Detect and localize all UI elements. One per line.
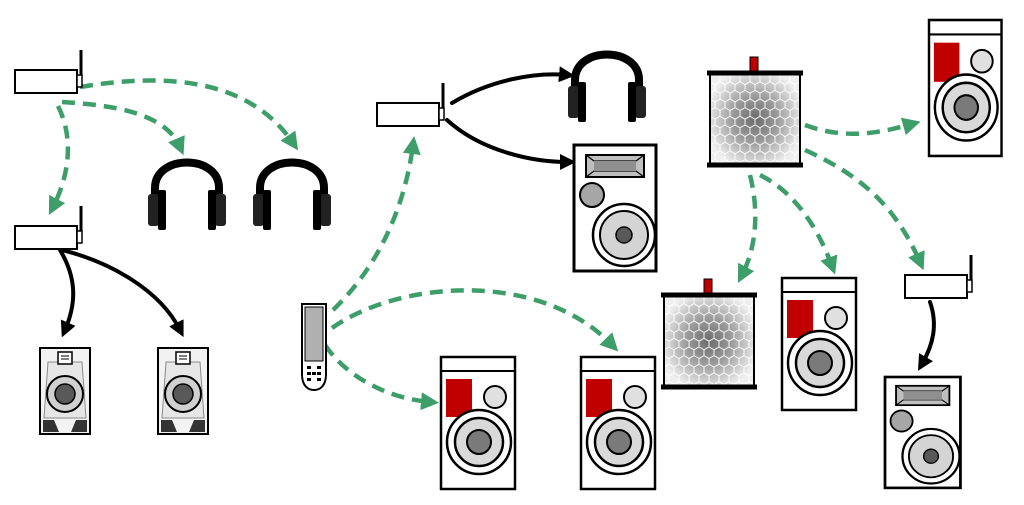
- wire-tx-b-to-bookshelf-2: [60, 248, 184, 338]
- red-speaker-4: [927, 18, 1003, 158]
- display-speaker-1: [572, 143, 658, 273]
- headphones-2: [253, 163, 331, 231]
- hex-hub-top: [707, 57, 803, 165]
- bookshelf-speaker-1: [39, 347, 91, 435]
- link-remote-to-red-speaker-1: [323, 343, 439, 411]
- link-remote-to-tx-c: [331, 136, 421, 312]
- bookshelf-speaker-2: [157, 347, 209, 435]
- display-speaker-2: [883, 375, 962, 490]
- link-remote-to-red-speaker-2: [330, 288, 619, 352]
- link-tx-a-to-headphones-2: [79, 78, 299, 151]
- headphones-1: [148, 163, 226, 231]
- red-speaker-1: [439, 355, 517, 491]
- link-hub-to-hub-bottom: [737, 174, 758, 283]
- wireless-links: [48, 78, 925, 411]
- link-tx-a-to-tx-b: [48, 104, 71, 215]
- handheld-remote: [301, 303, 327, 392]
- headphones-3: [568, 55, 646, 123]
- wired-links: [58, 66, 936, 371]
- transmitter-a: [13, 48, 84, 95]
- wire-tx-c-to-headphones-3: [450, 66, 575, 105]
- wire-tx-c-to-display-speaker-1: [445, 118, 576, 170]
- transmitter-c: [375, 81, 446, 128]
- transmitter-d: [903, 253, 974, 300]
- link-hub-to-red-speaker-top: [804, 117, 921, 136]
- link-tx-a-to-headphones-1: [61, 99, 185, 156]
- hex-hub-bottom: [661, 279, 757, 387]
- link-hub-to-red-speaker-3: [758, 172, 838, 275]
- transmitter-b: [13, 204, 84, 251]
- wire-tx-d-to-display-speaker-2: [917, 300, 936, 371]
- wire-tx-b-to-bookshelf-1: [58, 248, 76, 338]
- red-speaker-2: [579, 355, 657, 491]
- red-speaker-3: [780, 276, 858, 412]
